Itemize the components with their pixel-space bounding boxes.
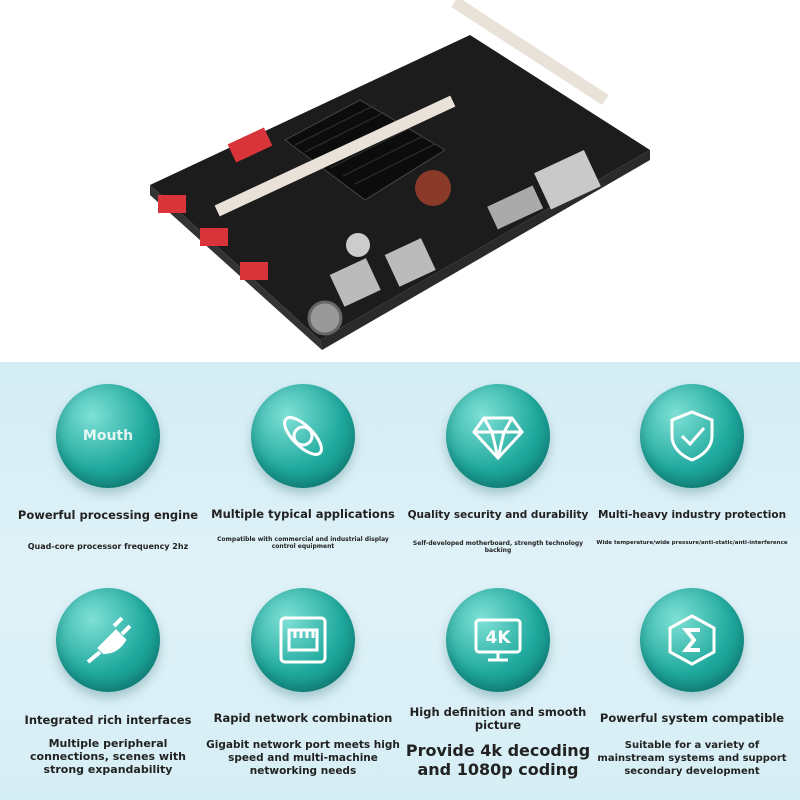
icon-lettering: 4K: [485, 628, 511, 648]
feature-desc: Provide 4k decoding and 1080p coding: [405, 741, 591, 779]
feature-title: Rapid network combination: [213, 711, 393, 725]
diamond-icon: [446, 384, 550, 488]
feature-title: High definition and smooth picture: [409, 705, 587, 732]
system-sync-icon: [640, 588, 744, 692]
shield-check-icon: [640, 384, 744, 488]
ethernet-port-icon: [251, 588, 355, 692]
feature-title: Quality security and durability: [407, 509, 589, 521]
orbit-icon: [251, 384, 355, 488]
feature-desc: Self-developed motherboard, strength tec…: [412, 540, 584, 554]
feature-title: Powerful processing engine: [17, 508, 199, 522]
feature-title: Powerful system compatible: [599, 711, 785, 725]
feature-desc: Multiple peripheral connections, scenes …: [30, 737, 186, 776]
feature-desc: Gigabit network port meets high speed an…: [206, 739, 400, 777]
icon-lettering: Mouth: [82, 428, 134, 444]
motherboard-image: [150, 0, 650, 350]
feature-desc: Suitable for a variety of mainstream sys…: [597, 740, 787, 777]
monitor-4k-icon: 4K: [446, 588, 550, 692]
feature-title: Integrated rich interfaces: [24, 713, 192, 727]
feature-title: Multi-heavy industry protection: [597, 509, 787, 521]
product-image-area: [0, 0, 800, 362]
feature-title: Multiple typical applications: [211, 507, 395, 521]
feature-desc: Compatible with commercial and industria…: [217, 536, 389, 550]
feature-desc: Wide temperature/wide pressure/anti-stat…: [596, 540, 788, 546]
feature-desc: Quad-core processor frequency 2hz: [27, 542, 189, 551]
features-section: Mouth Powerful processing engine Quad-co…: [0, 362, 800, 800]
cpu-shield-icon: Mouth: [56, 384, 160, 488]
plug-icon: [56, 588, 160, 692]
